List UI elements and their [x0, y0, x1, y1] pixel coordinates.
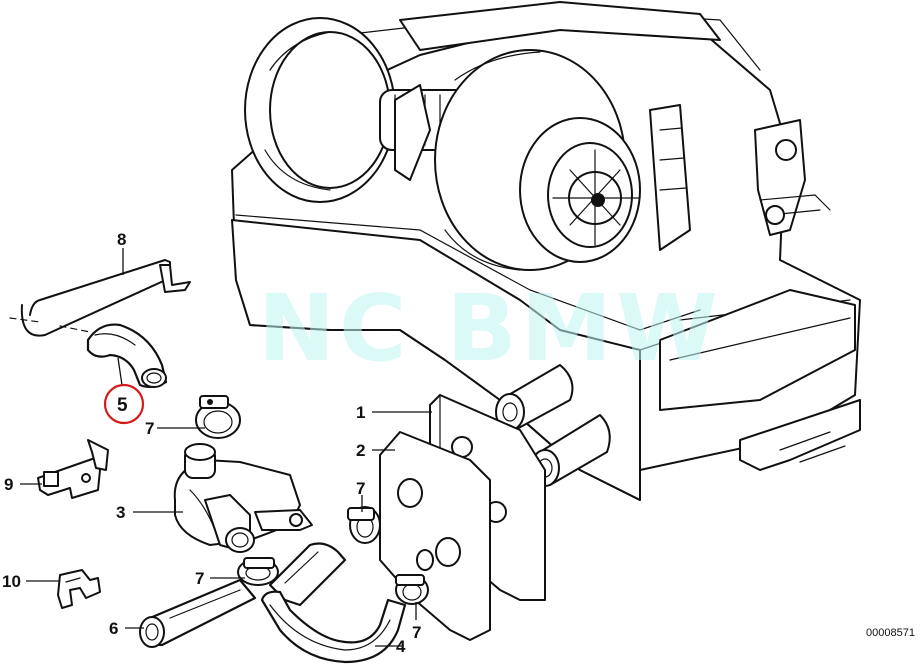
upper-hose: [86, 323, 168, 389]
callout-5: 5: [117, 395, 128, 416]
callout-1: 1: [356, 403, 365, 422]
reference-number: 00008571: [866, 627, 915, 639]
callout-3: 3: [116, 503, 125, 522]
highlight-ring: [103, 383, 145, 425]
watermark-text: NC BMW: [258, 275, 722, 382]
callout-10: 10: [2, 572, 21, 591]
callout-9: 9: [4, 475, 13, 494]
callout-7-upper-left: 7: [145, 419, 154, 438]
callout-7-lower-right: 7: [412, 623, 421, 642]
blower-wheel-right: [434, 49, 691, 271]
hose-clamp-upper-left: [195, 395, 241, 439]
callout-4: 4: [396, 637, 406, 656]
hose-clamp-lower-right: [395, 574, 429, 605]
valve-outlet-hose: [268, 542, 347, 607]
control-valve: [173, 443, 313, 553]
callout-8: 8: [117, 230, 126, 249]
clip-10: [57, 569, 101, 609]
clip-9: [37, 439, 109, 499]
callout-7-lower-left: 7: [195, 569, 204, 588]
return-hose: [260, 590, 407, 664]
hose-clamp-middle: [347, 506, 381, 544]
callout-7-middle: 7: [356, 479, 365, 498]
bracket-strap: [9, 259, 191, 337]
hose-clamp-lower-left: [237, 557, 279, 586]
callout-6: 6: [109, 619, 118, 638]
callout-2: 2: [356, 441, 365, 460]
straight-hose: [139, 578, 257, 648]
leader-lines: [20, 248, 432, 647]
